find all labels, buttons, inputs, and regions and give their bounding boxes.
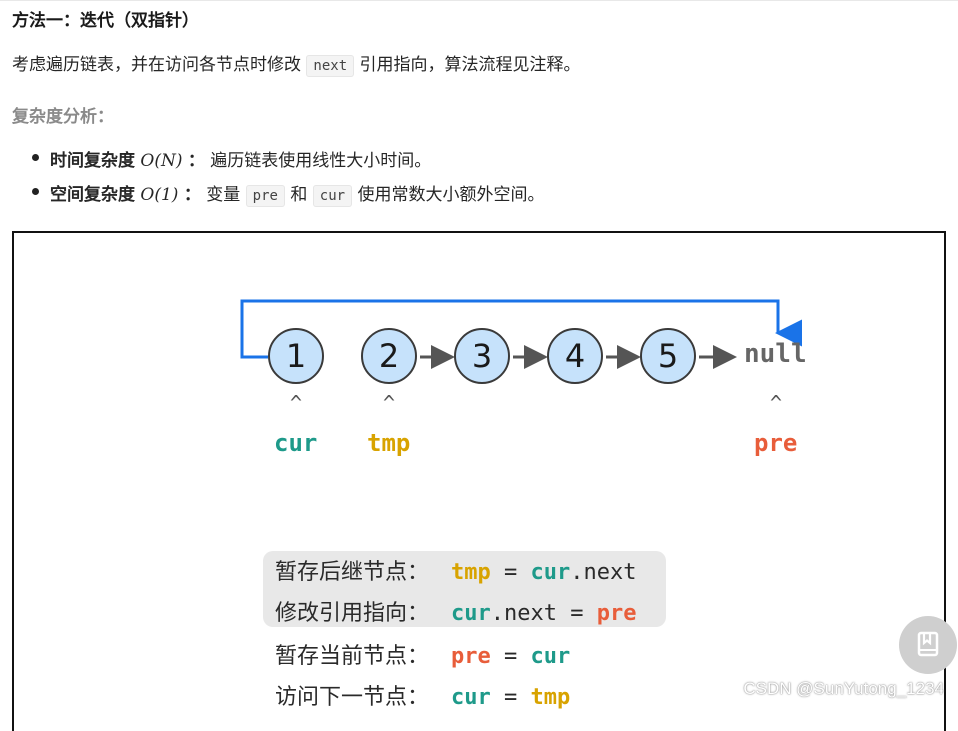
space-label: 空间复杂度 [50, 185, 135, 205]
op-assign: = [490, 644, 531, 669]
field-next: .next [490, 601, 557, 626]
space-text-3: 使用常数大小额外空间。 [357, 185, 545, 205]
intro-text-before: 考虑遍历链表，并在访问各节点时修改 [12, 55, 301, 75]
list-item-space: 空间复杂度 O(1) ： 变量 pre 和 cur 使用常数大小额外空间。 [32, 180, 545, 214]
step-label: 修改引用指向： [275, 601, 430, 626]
null-label: null [744, 339, 807, 369]
intro-text-after: 引用指向，算法流程见注释。 [359, 55, 581, 75]
field-next: .next [570, 560, 637, 585]
var-cur: cur [530, 644, 571, 669]
bullet-icon [32, 188, 39, 195]
pointer-pre: pre [754, 429, 798, 457]
op-assign: = [490, 685, 531, 710]
section-title: 方法一：迭代（双指针） [12, 11, 199, 31]
diagram-arrows [240, 299, 802, 369]
var-cur: cur [451, 601, 491, 626]
bookmark-icon [917, 631, 939, 657]
inline-code-pre: pre [245, 185, 285, 207]
list-node-3: 3 [454, 328, 510, 384]
caret-cur: ^ [290, 391, 303, 415]
var-cur: cur [530, 560, 571, 585]
inline-code-next: next [306, 55, 355, 77]
space-colon: ： [183, 185, 201, 205]
var-tmp: tmp [451, 560, 491, 585]
var-cur: cur [451, 685, 491, 710]
intro-paragraph: 考虑遍历链表，并在访问各节点时修改 next 引用指向，算法流程见注释。 [12, 50, 581, 77]
step-label: 访问下一节点： [275, 685, 430, 710]
inline-code-cur: cur [312, 185, 353, 207]
pointer-cur: cur [274, 429, 318, 457]
top-divider [0, 0, 958, 1]
list-node-4: 4 [547, 328, 603, 384]
step-2: 修改引用指向： cur.next = pre [275, 595, 636, 627]
var-pre: pre [596, 601, 637, 626]
var-tmp: tmp [530, 685, 571, 710]
watermark-text: CSDN @SunYutong_1234 [743, 679, 944, 698]
list-item-time: 时间复杂度 O(N) ： 遍历链表使用线性大小时间。 [32, 146, 544, 180]
time-math: O(N) [140, 151, 183, 171]
op-assign: = [490, 560, 531, 585]
list-node-2: 2 [361, 328, 417, 384]
space-text-2: 和 [290, 185, 308, 205]
bookmark-button[interactable] [899, 616, 957, 674]
list-node-1: 1 [268, 328, 324, 384]
step-3: 暂存当前节点： pre = cur [275, 638, 570, 670]
pointer-tmp: tmp [367, 429, 411, 457]
reverse-link-arrow [240, 299, 802, 359]
step-4: 访问下一节点： cur = tmp [275, 679, 570, 711]
complexity-heading: 复杂度分析： [12, 107, 114, 127]
step-1: 暂存后继节点： tmp = cur.next [275, 554, 636, 586]
step-label: 暂存后继节点： [275, 560, 430, 585]
step-label: 暂存当前节点： [275, 644, 430, 669]
var-pre: pre [451, 644, 491, 669]
caret-pre: ^ [770, 391, 783, 415]
space-math: O(1) [140, 185, 179, 205]
bullet-icon [32, 154, 39, 161]
complexity-list: 时间复杂度 O(N) ： 遍历链表使用线性大小时间。 空间复杂度 O(1) ： … [32, 146, 544, 214]
time-label: 时间复杂度 [50, 151, 135, 171]
list-node-5: 5 [640, 328, 696, 384]
time-text: 遍历链表使用线性大小时间。 [210, 151, 432, 171]
op-assign: = [556, 601, 597, 626]
time-colon: ： [187, 151, 205, 171]
linked-list-diagram: 1 2 3 4 5 null ^ ^ ^ cur tmp pre 暂存后继节点：… [12, 231, 946, 731]
caret-tmp: ^ [383, 391, 396, 415]
highlight-box [263, 551, 666, 627]
space-text-1: 变量 [206, 185, 241, 205]
